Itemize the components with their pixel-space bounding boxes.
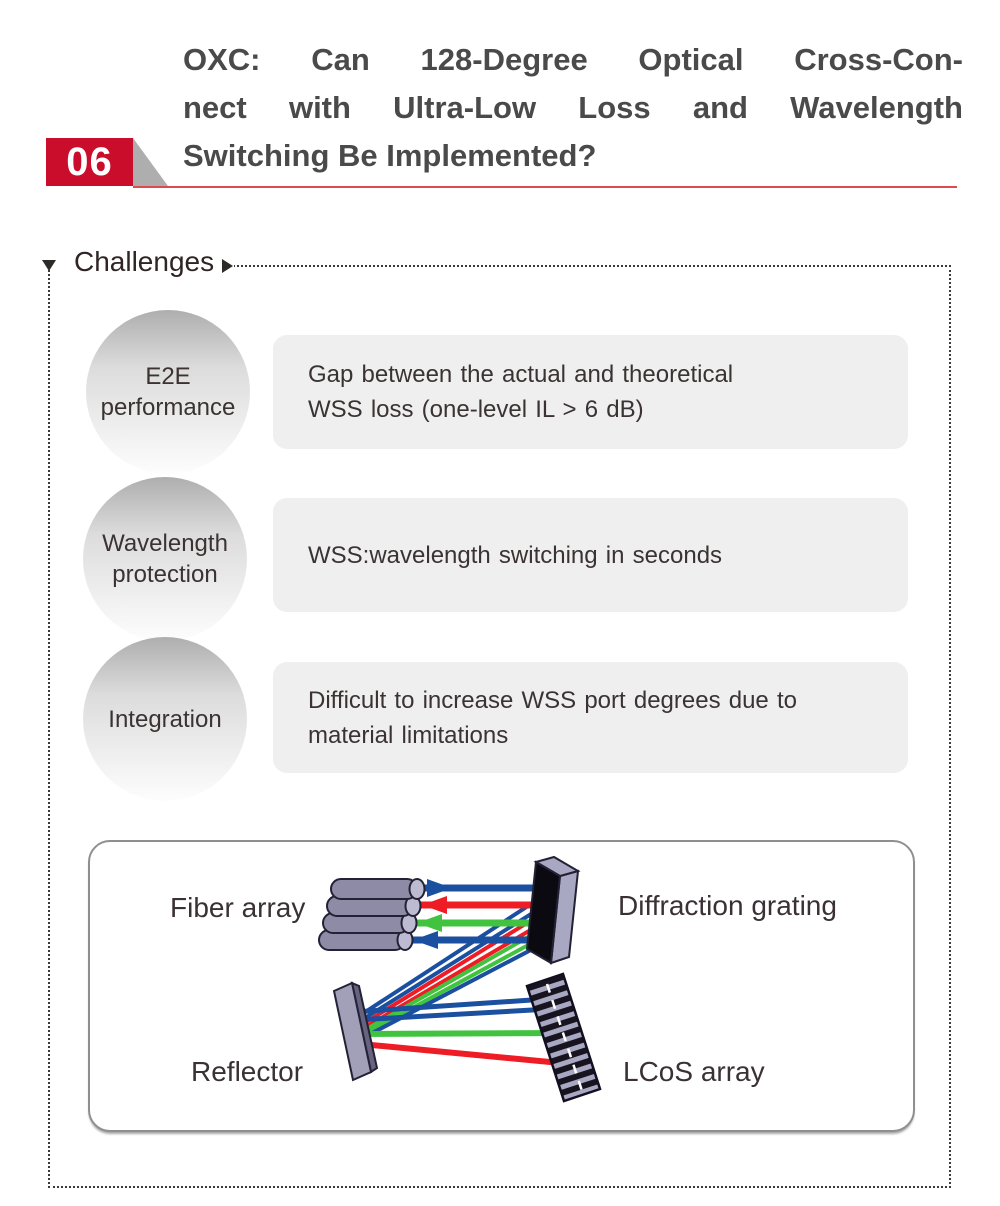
fold-triangle-decoration [133,138,168,186]
diffraction-grating-shape [525,855,581,965]
beam-blue-diagonal [356,939,549,1043]
lcos-array-shape [525,972,602,1103]
challenges-label: Challenges [66,246,223,278]
lcos-center-dashed-line [545,983,585,1095]
arrowhead-green-left [417,914,442,932]
challenge-text-line: Difficult to increase WSS port degrees d… [308,686,797,714]
challenges-panel: Challenges [42,246,951,1188]
arrow-right-icon [222,259,233,273]
fiber-array-shape [318,878,426,951]
challenge-badge-wavelength-protection: Wavelength protection [83,477,247,641]
beam-red-diagonal [356,905,555,1029]
beam-blue-to-lcos [355,1006,551,1023]
challenge-box-integration: Difficult to increase WSS port degrees d… [273,662,908,773]
lcos-array-label: LCoS array [623,1056,765,1087]
reflector-shape [332,981,379,1082]
wss-diagram-canvas [318,855,602,1103]
fiber-end-cap [408,878,426,900]
challenge-badge-integration: Integration [83,637,247,801]
beam-blue-diagonal [354,889,553,1020]
challenge-text-line: material limitations [308,721,509,749]
badge-label-line: E2E [145,363,191,390]
page-title: OXC: Can 128-Degree Optical Cross-Con- n… [183,36,963,180]
fiber-array-label: Fiber array [170,892,306,923]
badge-label-line: Integration [108,705,222,733]
arrowhead-blue-right [427,879,452,897]
fiber-cylinder [330,878,418,900]
challenge-text-line: WSS loss (one-level IL > 6 dB) [308,396,644,423]
arrowhead-red-left [422,896,447,914]
reflector-face [332,981,373,1082]
diffraction-grating-label: Diffraction grating [618,890,837,921]
page-title-line-2: nect with Ultra-Low Loss and Wavelength [183,90,963,125]
page-title-line-1: OXC: Can 128-Degree Optical Cross-Con- [183,42,963,77]
badge-label-line: performance [100,394,236,421]
challenge-box-e2e-performance: Gap between the actual and theoretical W… [273,335,908,449]
arrow-down-icon [42,260,56,271]
page-number-badge: 06 [46,138,133,186]
challenge-text-line: WSS:wavelength switching in seconds [308,541,723,569]
badge-label-line: Wavelength [102,530,228,557]
page-title-line-3: Switching Be Implemented? [183,138,597,173]
badge-label-line: protection [112,561,218,588]
beam-green-to-lcos [357,1030,571,1037]
challenge-text-line: Gap between the actual and theoretical [308,361,734,388]
challenge-badge-e2e-performance: E2E performance [86,310,250,474]
challenge-box-wavelength-protection: WSS:wavelength switching in seconds [273,498,908,612]
grating-front-face [525,860,562,965]
reflector-label: Reflector [191,1056,304,1087]
arrowhead-blue-left [413,931,438,949]
beam-blue-to-lcos [353,996,547,1015]
title-underline [133,186,957,188]
